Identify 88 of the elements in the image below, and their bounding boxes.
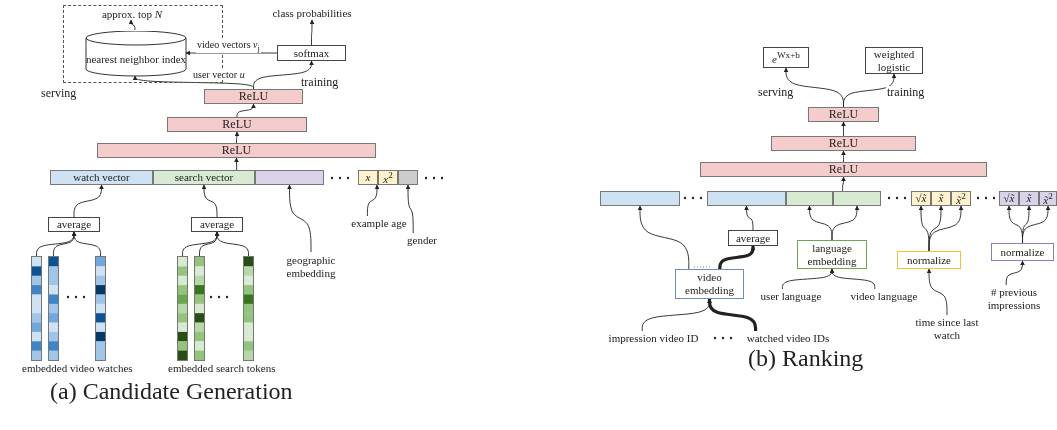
embedding-column (194, 256, 205, 361)
node-text: √x̃ (1003, 192, 1015, 205)
edge-label: serving (757, 86, 795, 100)
text-label: embedded search tokens (168, 362, 276, 375)
node-text: average (199, 218, 235, 231)
edge-label: training (886, 86, 926, 100)
feature-cell (951, 191, 971, 206)
node-text: x̃ (1026, 192, 1032, 205)
node-text: impression video ID (608, 331, 699, 345)
feature-cell (153, 170, 255, 185)
node-text: x̃$^{2}$ (956, 190, 966, 207)
relu-layer (700, 162, 987, 177)
feature-cell (600, 191, 680, 206)
caption: (b) Ranking (748, 345, 864, 373)
embedding-column (95, 256, 106, 361)
feature-cell (786, 191, 833, 206)
relu-layer (771, 136, 916, 151)
process-box (675, 269, 744, 299)
text-label: embedded video watches (22, 362, 133, 375)
node-text: watched video IDs (746, 331, 830, 345)
edge-label: user vector u (192, 69, 246, 80)
node-text: example age (351, 216, 407, 230)
process-box (48, 217, 100, 232)
node-text: x (365, 171, 371, 184)
node-text: nearest neighbor index (85, 52, 187, 66)
arrow (718, 245, 756, 269)
node-text: language embedding (806, 241, 858, 268)
node-text: ReLU (828, 162, 859, 177)
feature-cell (378, 170, 398, 185)
feature-cell (931, 191, 951, 206)
node-text: ReLU (828, 136, 859, 151)
node-text: # previous impressions (986, 286, 1042, 312)
feature-cell (707, 191, 786, 206)
edge-label: training (300, 76, 340, 90)
feature-cell (398, 170, 418, 185)
node-text: search vector (174, 171, 234, 184)
node-text: x$^{2}$ (383, 169, 393, 186)
process-box (865, 47, 923, 74)
feature-cell (50, 170, 153, 185)
relu-layer (167, 117, 307, 132)
node-text: ReLU (221, 143, 252, 158)
relu-layer (808, 107, 879, 122)
embedding-column (31, 256, 42, 361)
node-text: e$^{Wx+b}$ (772, 49, 800, 66)
node-text: ReLU (828, 107, 859, 122)
node-text: gender (407, 233, 437, 247)
node-text: x̃ (938, 192, 944, 205)
process-box (277, 45, 346, 61)
feature-cell (999, 191, 1019, 206)
feature-cell (833, 191, 881, 206)
node-text: average (56, 218, 92, 231)
node-text: class probabilities (272, 6, 352, 20)
embedding-column (177, 256, 188, 361)
node-text: normalize (907, 253, 951, 267)
node-text: weighted logistic (872, 47, 916, 74)
node-text: approx. top N (101, 7, 163, 21)
caption: (a) Candidate Generation (50, 378, 293, 406)
feature-cell (1019, 191, 1039, 206)
node-text: watch vector (73, 171, 130, 184)
node-text: average (735, 231, 771, 245)
node-text: normalize (1000, 245, 1045, 259)
node-text: video embedding (684, 271, 735, 297)
edge-label: video vectors v$_{j}$ (196, 39, 261, 54)
process-box (728, 230, 778, 246)
feature-cell (911, 191, 931, 206)
database-cylinder (85, 31, 187, 77)
node-text: geographic embedding (285, 254, 337, 280)
node-text: x̃$^{2}$ (1043, 190, 1053, 207)
region-label: serving (41, 87, 77, 101)
feature-cell (255, 170, 324, 185)
process-box (191, 217, 243, 232)
embedding-column (243, 256, 254, 361)
process-box (991, 243, 1054, 261)
embedding-column (48, 256, 59, 361)
node-text: √x̃ (915, 192, 927, 205)
node-text: softmax (293, 46, 330, 60)
process-box (797, 240, 867, 269)
node-text: time since last watch (914, 316, 980, 342)
relu-layer (204, 89, 303, 104)
node-text: user language (760, 289, 822, 303)
feature-cell (358, 170, 378, 185)
process-box (763, 47, 809, 68)
feature-cell (1039, 191, 1057, 206)
node-text: ReLU (222, 117, 252, 132)
process-box (897, 251, 961, 269)
relu-layer (97, 143, 376, 158)
node-text: ReLU (238, 89, 269, 104)
node-text: video language (850, 289, 918, 303)
